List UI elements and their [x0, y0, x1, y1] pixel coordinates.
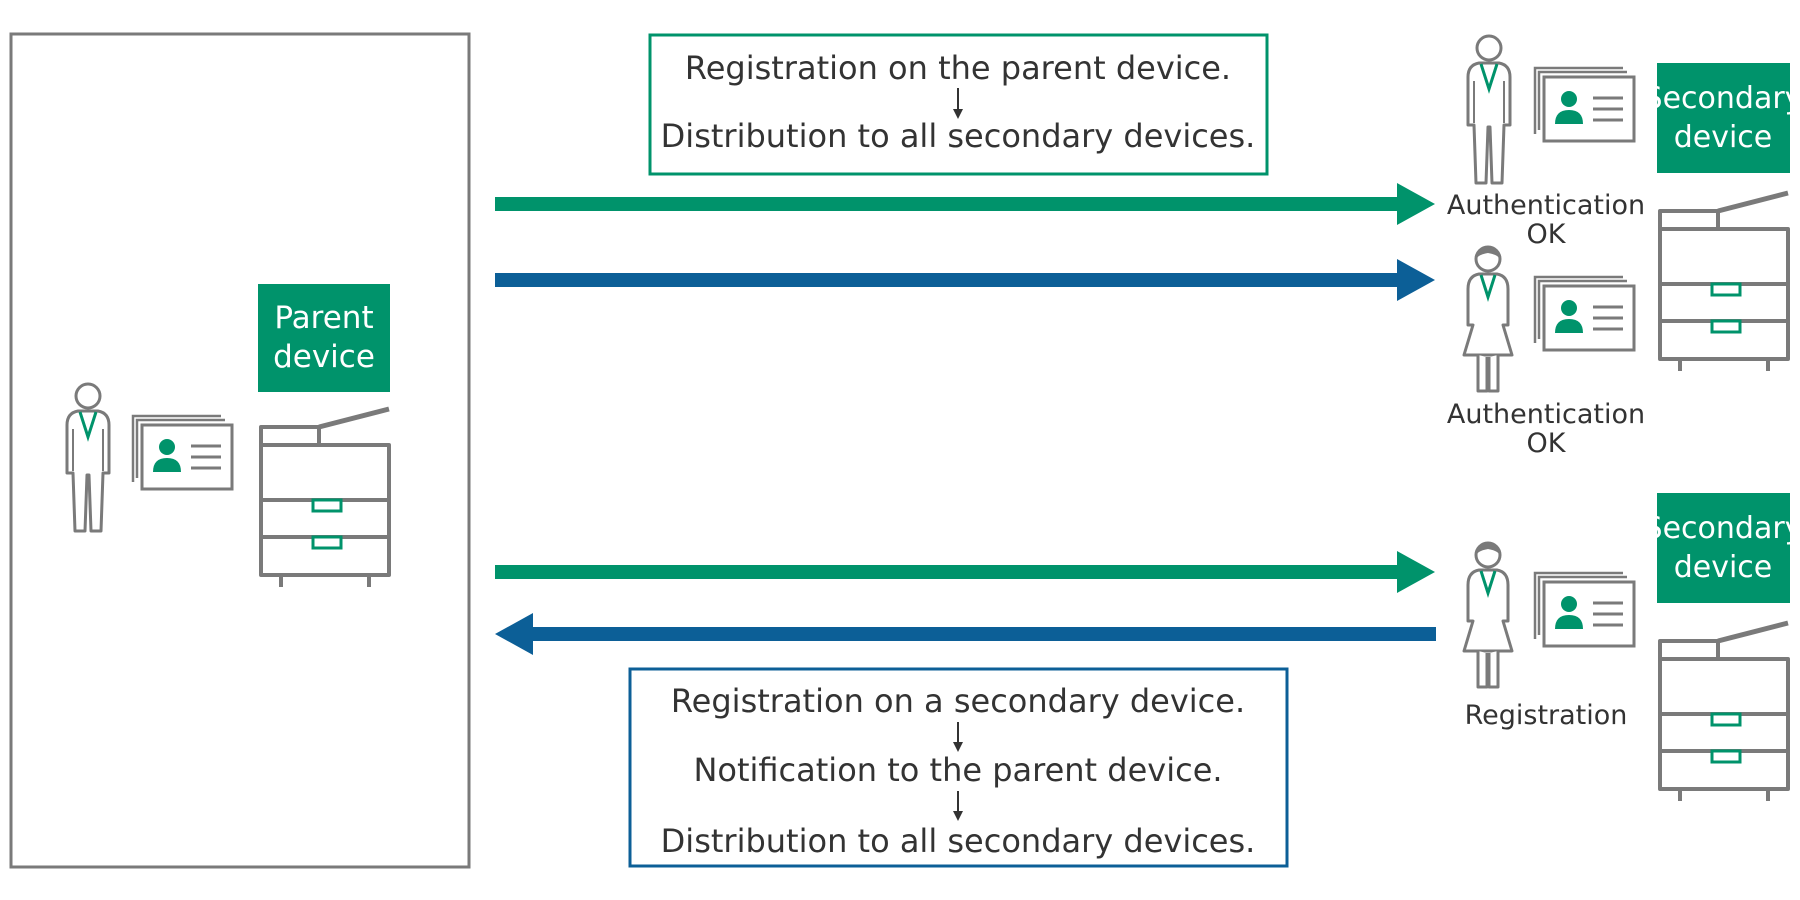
- parent-device-label: Parent device: [258, 284, 390, 392]
- secondary-bottom-status: Registration: [1465, 700, 1628, 731]
- secondary-top-user1-status-line1: Authentication: [1447, 190, 1645, 221]
- bottom-flow-step2: Notification to the parent device.: [693, 751, 1222, 789]
- secondary-top-user2-card-icon: [1533, 275, 1636, 352]
- secondary-top-user1-status-line2: OK: [1527, 219, 1567, 250]
- secondary-top-printer-icon: [1660, 193, 1788, 371]
- parent-label-line2: device: [273, 339, 375, 375]
- down-arrow-icon: [953, 791, 963, 821]
- secondary-top-user2-status-line2: OK: [1527, 428, 1567, 459]
- arrow-green-to-secondary-1: [495, 183, 1435, 225]
- secondary-bottom-label-line1: Secondary: [1644, 511, 1800, 546]
- secondary-top-label-line1: Secondary: [1644, 81, 1800, 116]
- down-arrow-icon: [953, 722, 963, 752]
- parent-id-card-icon: [131, 414, 234, 491]
- secondary-top-label-line2: device: [1674, 120, 1773, 155]
- secondary-top-user1-card-icon: [1533, 66, 1636, 143]
- bottom-flow-step1: Registration on a secondary device.: [671, 682, 1245, 720]
- secondary-top-label: Secondary device: [1644, 63, 1800, 173]
- top-flow-box: Registration on the parent device. Distr…: [648, 33, 1269, 176]
- secondary-bottom-user-icon: [1462, 541, 1514, 689]
- secondary-top-user1-icon: [1466, 34, 1512, 185]
- top-flow-step2: Distribution to all secondary devices.: [661, 117, 1256, 155]
- arrow-blue-to-secondary-1: [495, 259, 1435, 301]
- arrow-green-to-secondary-2: [495, 551, 1435, 593]
- secondary-top-user2-icon: [1462, 245, 1514, 393]
- secondary-bottom-card-icon: [1533, 571, 1636, 648]
- secondary-bottom-label: Secondary device: [1644, 493, 1800, 603]
- top-flow-step1: Registration on the parent device.: [685, 49, 1231, 87]
- secondary-bottom-printer-icon: [1660, 623, 1788, 801]
- bottom-flow-box: Registration on a secondary device. Noti…: [628, 667, 1289, 868]
- arrow-blue-to-parent: [495, 613, 1436, 655]
- bottom-flow-step3: Distribution to all secondary devices.: [661, 822, 1256, 860]
- down-arrow-icon: [953, 88, 963, 119]
- secondary-bottom-label-line2: device: [1674, 550, 1773, 585]
- parent-label-line1: Parent: [274, 300, 373, 336]
- secondary-top-user2-status-line1: Authentication: [1447, 399, 1645, 430]
